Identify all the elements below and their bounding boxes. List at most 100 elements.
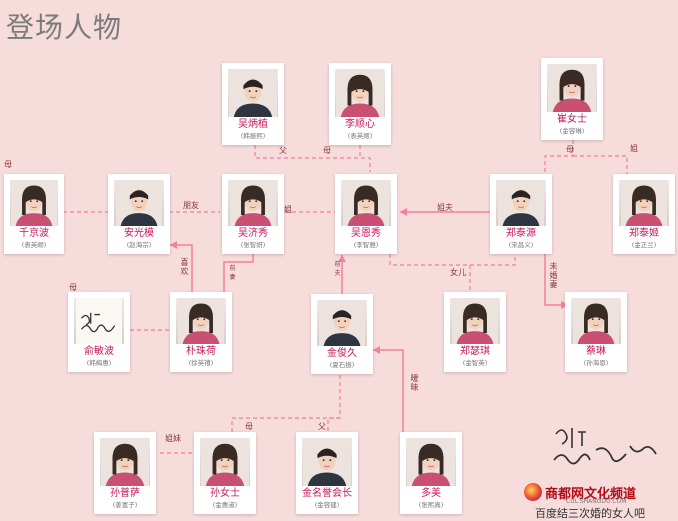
actor-name: (宋昌义) <box>508 241 534 249</box>
portrait-photo <box>228 69 278 117</box>
character-card-zheng-taitan: 郑泰姬 (金正兰) <box>613 174 675 254</box>
character-card-sun-puna: 孙普萨 (姜富子) <box>94 432 156 514</box>
actor-name: (韩梅惠) <box>86 359 112 367</box>
character-card-zheng-taiyuan: 郑泰源 (宋昌义) <box>490 174 552 254</box>
arrow-wuenxiu-up <box>338 255 346 262</box>
character-card-piao-zhuhe: 朴珠荷 (徐英禧) <box>170 292 232 372</box>
character-card-an-guangmo: 安光模 (赵海宗) <box>108 174 170 254</box>
character-name: 多美 <box>421 488 441 499</box>
portrait-photo <box>228 180 278 226</box>
actor-name: (夏石振) <box>329 361 355 369</box>
character-card-wu-enxiu: 吴恩秀 (李智雅) <box>335 174 397 254</box>
label-sister: 姐 <box>284 205 292 214</box>
character-name: 金名誉会长 <box>302 488 352 499</box>
portrait-photo <box>10 180 58 226</box>
character-card-sun-nvshi: 孙女士 (金惠淑) <box>194 432 256 514</box>
bottom-caption: 百度结三次婚的女人吧 <box>535 507 645 520</box>
portrait-photo <box>547 64 597 112</box>
calligraphy-logo <box>553 428 657 465</box>
character-name: 崔女士 <box>557 114 587 125</box>
actor-name: (赵海宗) <box>126 241 152 249</box>
label-fiancee: 未婚妻 <box>549 262 558 289</box>
label-mother-qian: 母 <box>4 160 12 169</box>
label-mother-cui: 母 <box>566 145 574 154</box>
label-likes: 喜欢 <box>180 258 189 276</box>
label-ambiguous: 暧昧 <box>410 374 419 392</box>
actor-name: (表英姬) <box>347 132 373 140</box>
character-name: 李顺心 <box>345 119 375 130</box>
actor-name: (表英顺) <box>21 241 47 249</box>
character-name: 安光模 <box>124 228 154 239</box>
label-daughter: 女儿 <box>450 268 466 277</box>
character-name: 吴恩秀 <box>351 228 381 239</box>
portrait-photo <box>114 180 164 226</box>
line-cui-zhengtai <box>573 155 628 174</box>
character-card-jin-junjiu: 金俊久 (夏石振) <box>311 294 373 374</box>
line-jin-father <box>327 417 340 432</box>
character-name: 千京波 <box>19 228 49 239</box>
actor-name: (金智英) <box>462 359 488 367</box>
character-card-li-shunxin: 李顺心 (表英姬) <box>329 63 391 145</box>
label-father: 父 <box>279 146 287 155</box>
label-mother-jin: 母 <box>245 422 253 431</box>
portrait-photo <box>496 180 546 226</box>
page-title: 登场人物 <box>6 11 123 44</box>
character-name: 吴济秀 <box>238 228 268 239</box>
label-sisters: 姐妹 <box>165 434 181 443</box>
character-card-wu-jixiu: 吴济秀(张智妍) <box>222 174 284 254</box>
label-sister-cui: 姐 <box>630 144 638 153</box>
character-card-duo-mei: 多美(张熙真) <box>400 432 462 514</box>
portrait-photo <box>317 300 367 346</box>
actor-name: (孙海恩) <box>583 359 609 367</box>
arrow-cailin <box>561 301 568 309</box>
character-name: 蔡琳 <box>586 346 606 357</box>
actor-name: (姜富子) <box>112 501 138 509</box>
portrait-photo <box>571 298 621 344</box>
character-name: 郑泰源 <box>506 228 536 239</box>
character-name: 郑泰姬 <box>629 228 659 239</box>
label-father-jin: 父 <box>318 422 326 431</box>
character-name: 吴炳植 <box>238 119 268 130</box>
character-name: 郑瑟琪 <box>460 346 490 357</box>
character-card-cai-lin: 蔡琳 (孙海恩) <box>565 292 627 372</box>
character-name: 朴珠荷 <box>186 346 216 357</box>
site-name: 商都网文化频道 <box>545 487 637 502</box>
portrait-photo <box>200 438 250 486</box>
line-zheng-daughter <box>389 226 516 266</box>
character-card-zheng-seqi: 郑瑟琪 (金智英) <box>444 292 506 372</box>
label-ex-husband: 前夫 <box>334 261 341 277</box>
actor-name: (李智雅) <box>353 241 379 249</box>
actor-name: (韩振熙) <box>240 132 266 140</box>
character-name: 俞敏波 <box>84 346 114 357</box>
actor-name: (金容琳) <box>559 127 585 135</box>
character-card-yu-minbo: 俞敏波 (韩梅惠) <box>68 292 130 372</box>
portrait-photo <box>335 69 385 117</box>
character-card-cui-nvshi: 崔女士 (金容琳) <box>541 58 603 140</box>
actor-name: (徐英禧) <box>188 359 214 367</box>
portrait-photo <box>302 438 352 486</box>
portrait-photo <box>406 438 456 486</box>
line-jin-parents <box>231 375 341 432</box>
label-friend: 朋友 <box>183 201 199 210</box>
arrow-an <box>170 241 177 249</box>
character-card-jin-mingyu: 金名誉会长(金容建) <box>296 432 358 514</box>
site-url: CUL.SHANGDU.COM <box>566 498 627 505</box>
portrait-photo <box>100 438 150 486</box>
character-name: 孙普萨 <box>110 488 140 499</box>
label-mother-yu: 母 <box>69 283 77 292</box>
line-father-children <box>254 145 371 172</box>
character-name: 金俊久 <box>327 348 357 359</box>
line-jin-duomei <box>373 349 404 432</box>
character-name: 孙女士 <box>210 488 240 499</box>
actor-name: (金惠淑) <box>212 501 238 509</box>
character-card-wu-bingzhi: 吴炳植 (韩振熙) <box>222 63 284 145</box>
arrow-jin <box>373 346 380 354</box>
actor-name: (金正兰) <box>631 241 657 249</box>
portrait-photo <box>619 180 669 226</box>
portrait-photo <box>341 180 391 226</box>
portrait-photo <box>176 298 226 344</box>
site-logo-icon <box>524 483 542 501</box>
label-brother-in-law: 姐夫 <box>437 203 453 212</box>
arrow-wuenxiu-left <box>400 208 407 216</box>
